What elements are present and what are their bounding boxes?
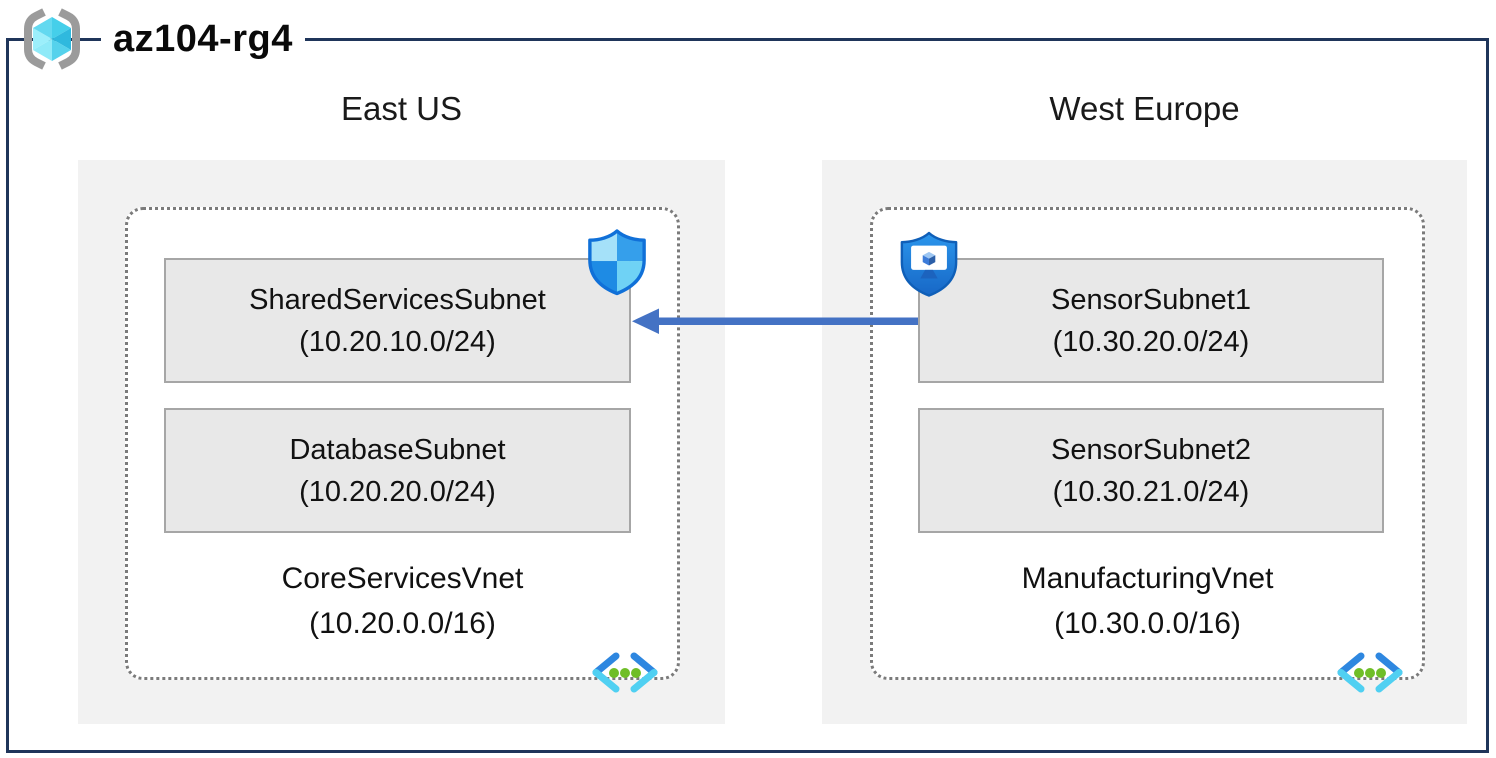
virtual-network-icon xyxy=(592,652,658,693)
vnet-name: ManufacturingVnet xyxy=(1021,562,1274,595)
subnet-name: DatabaseSubnet xyxy=(289,433,506,466)
subnet-box-sensorsubnet1: SensorSubnet1 (10.30.20.0/24) xyxy=(918,258,1384,383)
vnet-cidr: (10.30.0.0/16) xyxy=(1054,607,1241,640)
subnet-box-database: DatabaseSubnet (10.20.20.0/24) xyxy=(164,408,631,533)
azure-bastion-shield-icon xyxy=(900,231,958,297)
subnet-cidr: (10.30.20.0/24) xyxy=(1052,325,1250,358)
network-security-group-shield-icon xyxy=(588,229,646,296)
subnet-cidr: (10.20.20.0/24) xyxy=(299,475,496,508)
subnet-box-sensorsubnet2: SensorSubnet2 (10.30.21.0/24) xyxy=(918,408,1384,533)
region-title-west-europe: West Europe xyxy=(1049,90,1240,127)
vnet-label: ManufacturingVnet (10.30.0.0/16) xyxy=(873,556,1422,646)
subnet-cidr: (10.30.21.0/24) xyxy=(1052,475,1250,508)
subnet-name: SensorSubnet2 xyxy=(1051,433,1251,466)
vnet-box-coreservices: SharedServicesSubnet (10.20.10.0/24) Dat… xyxy=(125,207,680,693)
vnet-name: CoreServicesVnet xyxy=(281,562,524,595)
subnet-box-sharedservices: SharedServicesSubnet (10.20.10.0/24) xyxy=(164,258,631,383)
vnet-label: CoreServicesVnet (10.20.0.0/16) xyxy=(128,556,677,646)
resource-group-icon xyxy=(24,8,80,70)
virtual-network-icon xyxy=(1337,652,1403,693)
subnet-cidr: (10.20.10.0/24) xyxy=(299,325,496,358)
vnet-cidr: (10.20.0.0/16) xyxy=(309,607,496,640)
subnet-name: SensorSubnet1 xyxy=(1051,283,1251,316)
vnet-box-manufacturing: SensorSubnet1 (10.30.20.0/24) SensorSubn… xyxy=(870,207,1425,693)
region-title-east-us: East US xyxy=(340,90,463,127)
resource-group-frame xyxy=(6,38,1489,753)
resource-group-title: az104-rg4 xyxy=(101,15,305,63)
resource-group-header: az104-rg4 xyxy=(16,6,305,72)
vnet-peering-arrow xyxy=(632,308,918,334)
subnet-name: SharedServicesSubnet xyxy=(249,283,546,316)
